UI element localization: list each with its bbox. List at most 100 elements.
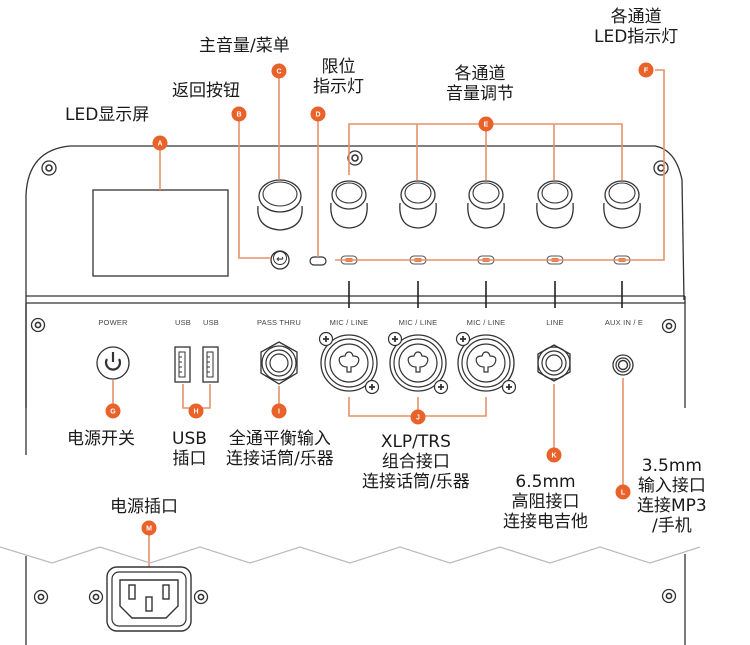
callout-text-line: 连接话筒/乐器 (226, 449, 334, 469)
callout-combo-jack: XLP/TRS 组合接口 连接话筒/乐器 (362, 432, 470, 492)
xlr-trs-combo-jack[interactable] (318, 331, 380, 395)
callout-channel-led: 各通道 LED指示灯 (594, 7, 678, 47)
usb-label-1: USB (175, 318, 191, 327)
callout-text-line: 指示灯 (313, 77, 364, 97)
screw-icon (30, 317, 46, 333)
callout-marker-k: K (546, 447, 562, 463)
screw-icon (501, 379, 517, 395)
callout-text-line: 输入接口 (637, 476, 706, 496)
usb-port-1[interactable] (174, 346, 191, 383)
channel-volume-knob[interactable] (536, 180, 574, 229)
callout-text-line: 返回按钮 (172, 81, 240, 101)
marker-letter: I (278, 409, 280, 416)
power-icon (104, 352, 122, 371)
callout-text-line: 电源开关 (67, 429, 135, 449)
channel-volume-knob[interactable] (467, 180, 505, 229)
marker-letter: K (551, 453, 556, 460)
callout-text-line: USB (172, 429, 207, 449)
master-volume-knob[interactable] (257, 179, 303, 231)
callout-pass-thru: 全通平衡输入 连接话筒/乐器 (226, 429, 334, 469)
screw-icon (347, 150, 363, 166)
callout-back-button: 返回按钮 (172, 81, 240, 101)
callout-marker-l: L (615, 484, 631, 500)
usb-port-2[interactable] (202, 346, 219, 383)
callout-hi-z-jack: 6.5mm 高阻接口 连接电吉他 (503, 472, 588, 532)
ch2-label: MIC / LINE (399, 318, 438, 327)
marker-letter: L (621, 490, 626, 497)
limit-indicator-led (309, 256, 327, 266)
callout-text-line: 全通平衡输入 (228, 429, 331, 449)
marker-letter: J (416, 415, 420, 422)
screw-icon (387, 331, 403, 347)
screw-icon (455, 331, 471, 347)
screw-icon (33, 589, 49, 605)
callout-text-line: 各通道 (454, 64, 506, 84)
ch1-label: MIC / LINE (330, 318, 369, 327)
channel-volume-knob[interactable] (399, 180, 437, 229)
callout-power-inlet: 电源插口 (110, 497, 178, 517)
callout-text-line: LED指示灯 (594, 27, 679, 47)
callout-master-volume: 主音量/菜单 (199, 36, 290, 56)
line-input-jack[interactable] (537, 344, 571, 382)
xlr-socket-icon (475, 351, 497, 373)
callout-text-line: LED显示屏 (65, 105, 150, 125)
xlr-socket-icon (407, 351, 429, 373)
callout-marker-i: I (271, 403, 287, 419)
callout-text-line: 音量调节 (446, 84, 514, 104)
callout-marker-d: D (310, 106, 326, 122)
callout-limit-indicator: 限位 指示灯 (313, 57, 364, 97)
screw-icon (433, 379, 449, 395)
callout-usb: USB 插口 (172, 429, 207, 469)
callout-text-line: 插口 (172, 449, 207, 469)
screw-icon (193, 589, 209, 605)
screw-icon (318, 331, 334, 347)
callout-text-line: 限位 (321, 57, 356, 77)
pass-thru-jack[interactable] (260, 341, 298, 385)
callout-marker-m: M (141, 520, 157, 536)
callout-text-line: 连接话筒/乐器 (362, 472, 470, 492)
callout-text-line: /手机 (652, 516, 692, 536)
xlr-socket-icon (338, 351, 360, 373)
callout-marker-c: C (271, 63, 287, 79)
power-inlet-socket[interactable] (106, 566, 192, 632)
channel-volume-knob[interactable] (330, 180, 368, 229)
marker-letter: A (157, 141, 162, 148)
marker-letter: F (644, 68, 649, 75)
callout-marker-j: J (410, 409, 426, 425)
callout-power-switch: 电源开关 (67, 429, 135, 449)
callout-text-line: 组合接口 (381, 452, 450, 472)
screw-icon (661, 588, 677, 604)
cut-line (0, 546, 701, 564)
xlr-trs-combo-jack[interactable] (455, 331, 517, 395)
screw-icon (41, 160, 57, 176)
marker-letter: M (146, 526, 152, 533)
callout-text-line: 主音量/菜单 (199, 36, 290, 56)
callout-text-line: 连接MP3 (637, 496, 707, 516)
callout-marker-a: A (152, 135, 168, 151)
xlr-trs-combo-jack[interactable] (387, 331, 449, 395)
callout-text-line: 3.5mm (641, 456, 702, 476)
callout-text-line: 连接电吉他 (503, 512, 588, 532)
marker-letter: D (315, 112, 320, 119)
screw-icon (88, 589, 104, 605)
callout-text-line: 6.5mm (515, 472, 576, 492)
marker-letter: H (193, 409, 198, 416)
top-panel-outline (25, 145, 685, 455)
aux-input-jack[interactable] (612, 354, 634, 376)
screw-icon (364, 379, 380, 395)
callout-marker-g: G (105, 403, 121, 419)
channel-volume-knob[interactable] (603, 180, 641, 229)
callout-marker-e: E (478, 116, 494, 132)
power-button[interactable] (96, 346, 130, 380)
back-button[interactable]: ↩ (270, 250, 290, 270)
usb-label-2: USB (203, 318, 219, 327)
callout-marker-b: B (231, 106, 247, 122)
ch3-label: MIC / LINE (467, 318, 506, 327)
callout-text-line: 电源插口 (110, 497, 178, 517)
pass-thru-label: PASS THRU (257, 318, 301, 327)
callout-text-line: 各通道 (610, 7, 662, 27)
marker-letter: G (110, 409, 116, 416)
ch4-label: LINE (546, 318, 563, 327)
marker-letter: C (276, 69, 281, 76)
